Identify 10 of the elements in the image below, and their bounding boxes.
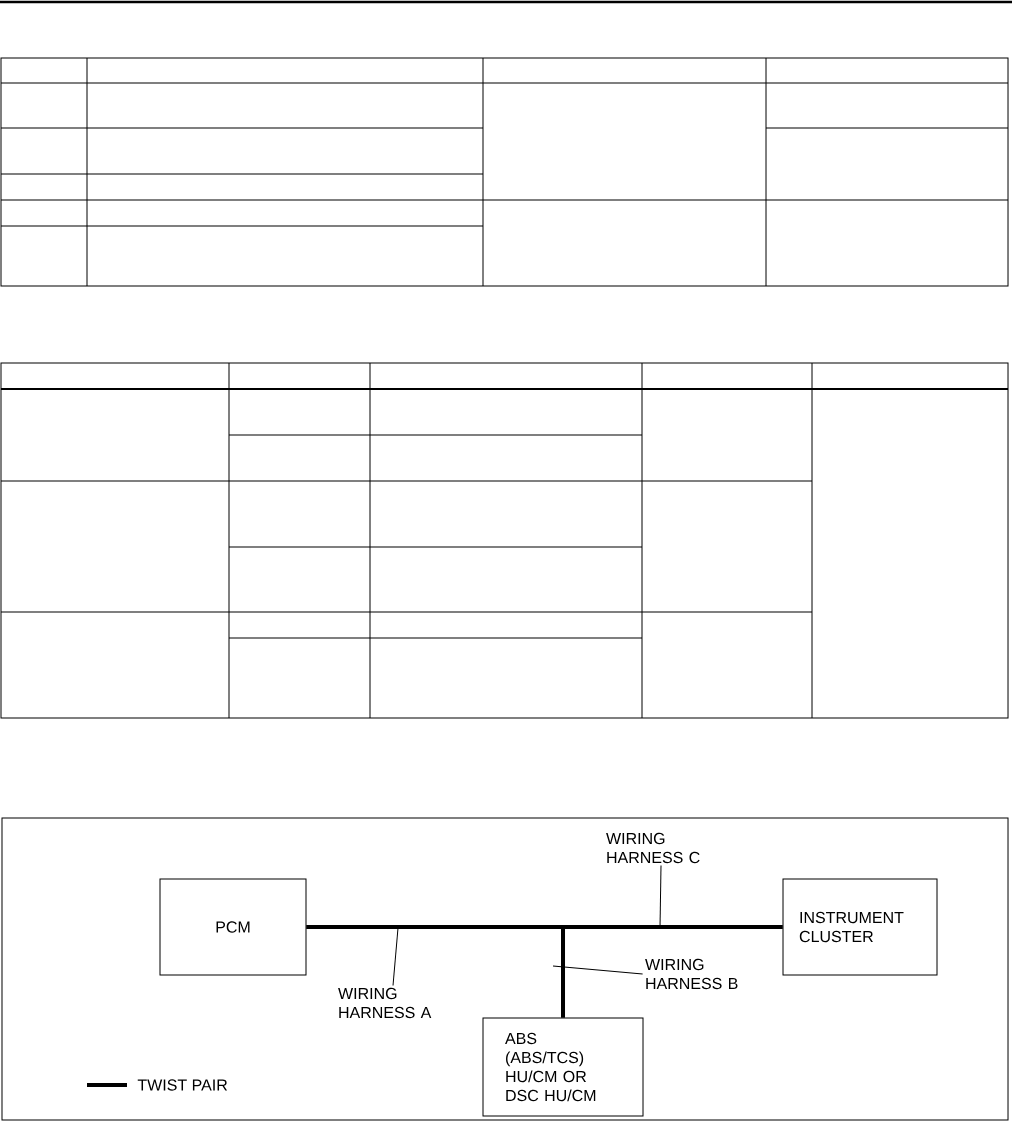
- module-box: PCM: [159, 878, 307, 976]
- leader-line: [392, 927, 399, 986]
- module-box: INSTRUMENT CLUSTER: [782, 878, 938, 976]
- harness-label: WIRING HARNESS B: [645, 958, 738, 990]
- legend-label: TWIST PAIR: [137, 1079, 228, 1091]
- wire: [561, 925, 783, 1018]
- module-box: ABS (ABS/TCS) HU/CM OR DSC HU/CM: [482, 1017, 644, 1117]
- harness-label: WIRING HARNESS C: [606, 832, 700, 864]
- harness-label: WIRING HARNESS A: [338, 987, 432, 1019]
- leader-line: [552, 965, 644, 975]
